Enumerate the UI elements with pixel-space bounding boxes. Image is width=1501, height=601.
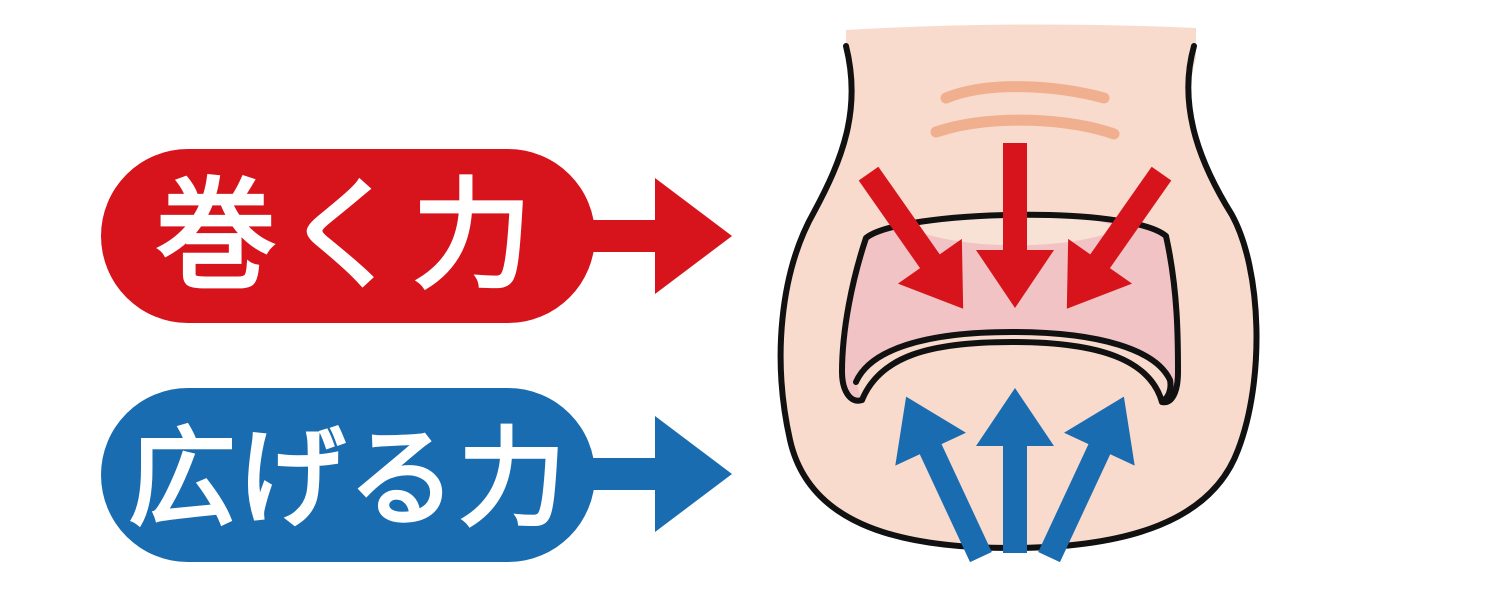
curl-force-arrows [858,143,1172,309]
spread-force-legend: 広げる力 [101,388,732,562]
curl-force-pointer-head [655,178,732,294]
nail-free-edge [853,329,1174,405]
toe-outline-left [777,43,1013,551]
curl-arrow-right [1066,166,1172,309]
curl-force-label: 巻く力 [156,167,540,306]
spread-force-arrows [895,388,1135,563]
spread-force-pointer-shaft [585,458,665,490]
curl-force-pill [101,149,595,323]
curl-force-pointer-shaft [585,220,665,252]
spread-arrow-right [1038,396,1135,563]
spread-force-label: 広げる力 [128,417,568,542]
toe-outline-right [1007,43,1260,551]
curl-force-legend: 巻く力 [101,149,732,323]
curl-arrow-center [976,143,1054,308]
spread-arrow-center [976,388,1054,553]
curl-arrow-left [858,166,964,309]
spread-force-pill [101,388,595,562]
spread-force-pointer-head [655,416,732,532]
toe-wrinkle-upper [940,81,1110,104]
toe-wrinkle-lower [930,114,1120,140]
spread-arrow-left [895,396,992,563]
